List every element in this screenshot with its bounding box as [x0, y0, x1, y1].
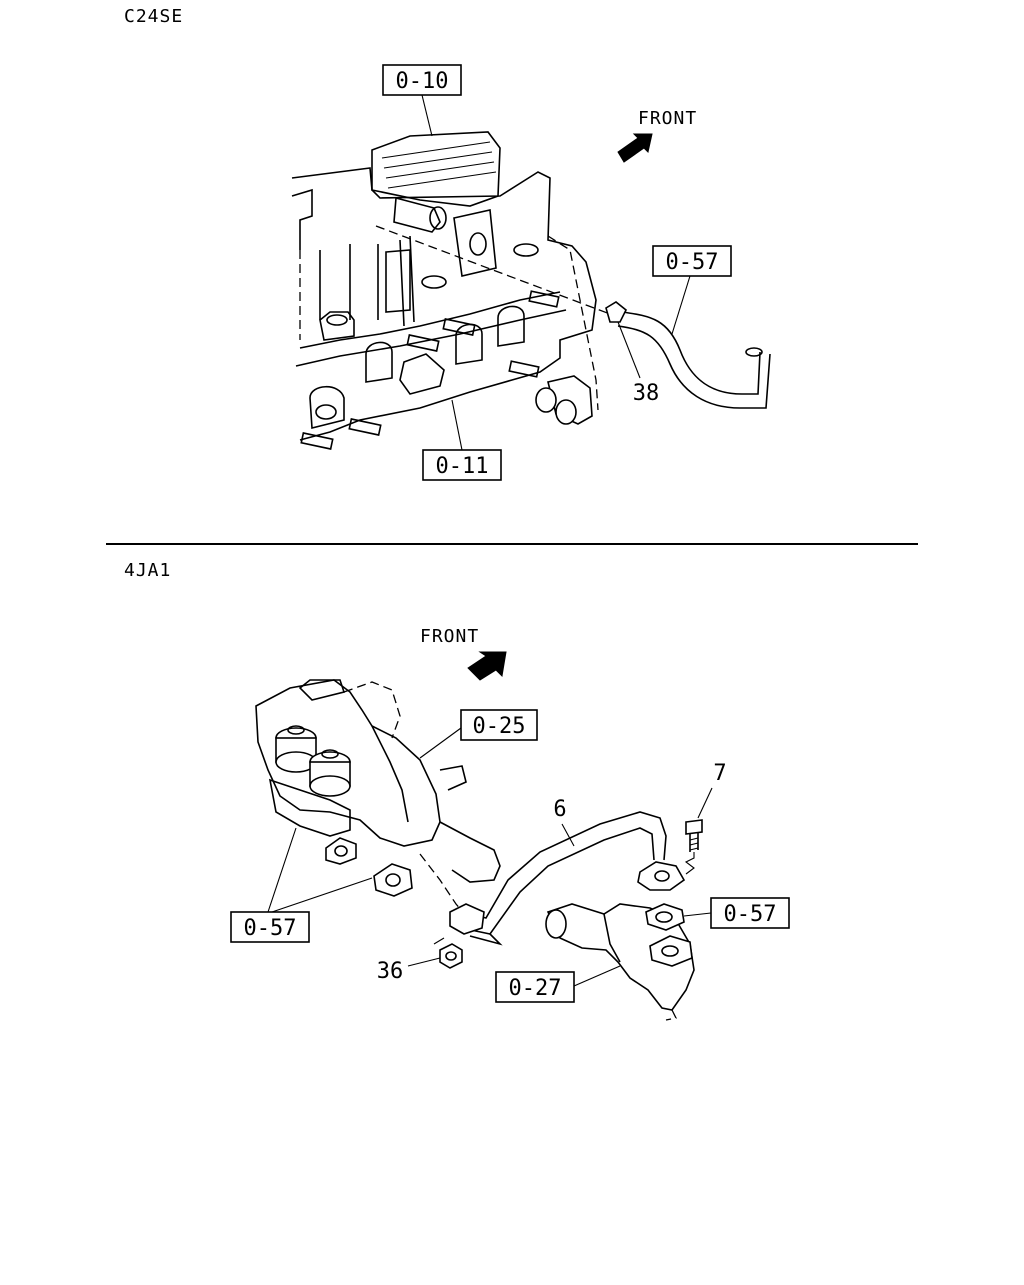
part-number-38: 38 — [617, 321, 660, 406]
cylinder-head-drawing — [291, 131, 611, 450]
exhaust-elbow — [545, 903, 695, 1021]
svg-text:36: 36 — [377, 959, 404, 984]
svg-text:6: 6 — [553, 797, 566, 822]
callout-0-11: 0-11 — [422, 399, 502, 481]
callout-0-25: 0-25 — [419, 709, 538, 759]
egr-pipe — [449, 811, 686, 946]
front-label-top: FRONT — [638, 108, 697, 129]
egr-valve-assembly — [255, 679, 501, 921]
svg-text:0-27: 0-27 — [509, 976, 562, 1001]
front-arrow-icon-top — [617, 133, 653, 163]
svg-text:0-57: 0-57 — [244, 916, 297, 941]
callout-0-57-top: 0-57 — [652, 245, 732, 335]
callout-0-10: 0-10 — [382, 64, 462, 137]
nut-icon — [433, 937, 463, 969]
part-number-7: 7 — [697, 761, 727, 819]
part-number-36: 36 — [377, 957, 441, 984]
engine-label-c24se: C24SE — [124, 6, 183, 27]
svg-text:38: 38 — [633, 381, 660, 406]
svg-text:0-10: 0-10 — [396, 69, 449, 94]
engine-label-4ja1: 4JA1 — [124, 560, 171, 581]
svg-text:0-11: 0-11 — [436, 454, 489, 479]
part-number-6: 6 — [553, 797, 575, 847]
svg-text:0-57: 0-57 — [666, 250, 719, 275]
section-4ja1: 4JA1 FRONT — [124, 560, 790, 1021]
section-c24se: C24SE FRONT — [124, 6, 771, 481]
callout-0-27: 0-27 — [495, 965, 621, 1003]
callout-0-57-left: 0-57 — [230, 827, 373, 943]
svg-text:0-25: 0-25 — [473, 714, 526, 739]
hose-clip-icon — [605, 301, 628, 323]
svg-text:7: 7 — [713, 761, 726, 786]
gasket-left-pair — [325, 837, 413, 897]
bolt-icon — [684, 819, 703, 875]
front-label-bottom: FRONT — [420, 626, 479, 647]
front-arrow-icon-bottom — [467, 651, 507, 681]
breather-hose — [605, 301, 771, 409]
callout-0-57-right: 0-57 — [683, 897, 790, 929]
svg-text:0-57: 0-57 — [724, 902, 777, 927]
